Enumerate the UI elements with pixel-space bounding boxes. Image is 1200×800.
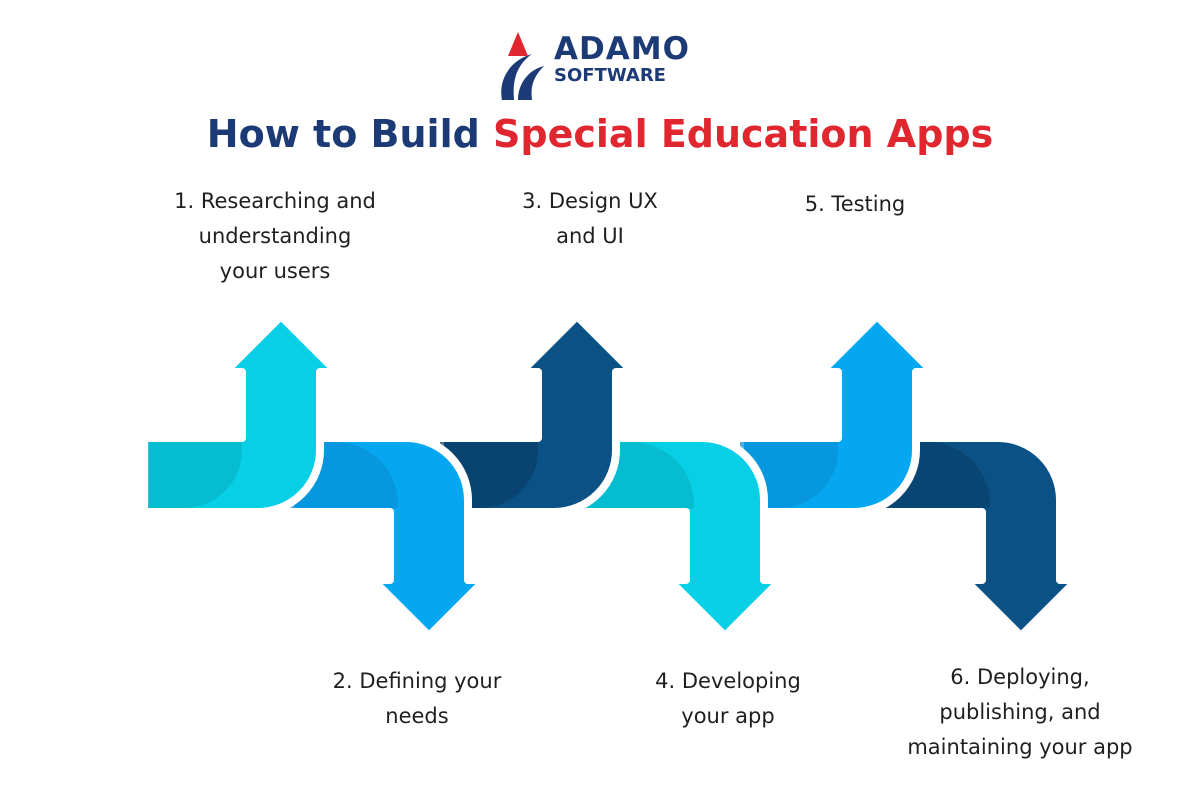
step-2-label: 2. Defining your needs [332,669,502,728]
step-5-arrow [736,312,937,516]
step-1-arrow [141,312,341,516]
title-part-2: Special Education Apps [493,112,994,156]
step-6-label: 6. Deploying, publishing, and maintainin… [907,665,1133,759]
logo-text: ADAMO SOFTWARE [554,34,690,85]
logo-mark-icon [501,32,544,100]
step-4-label: 4. Developing your app [655,669,801,728]
page-title: How to Build Special Education Apps [0,112,1200,156]
logo-line1: ADAMO [554,31,690,67]
step-3-label: 3. Design UX and UI [522,189,658,248]
logo-line2: SOFTWARE [554,65,666,86]
title-part-1: How to Build [206,112,494,156]
step-1-label: 1. Researching and understanding your us… [174,189,376,283]
step-5-label: 5. Testing [804,192,906,216]
company-logo: ADAMO SOFTWARE [488,30,728,102]
step-4-arrow [576,434,785,640]
step-2-arrow [286,434,489,640]
